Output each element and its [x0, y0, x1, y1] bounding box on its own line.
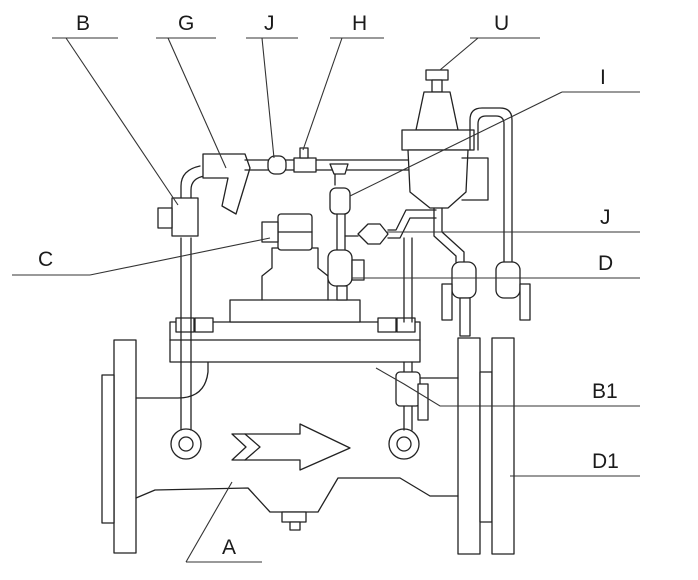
- cover-top-block: [229, 299, 361, 323]
- leader-b1: [375, 367, 560, 407]
- outlet-flange-face: [479, 371, 493, 523]
- label-d: D: [598, 252, 613, 275]
- needle-valve-h: [293, 157, 317, 173]
- ball-valve-d-right-handle: [519, 283, 531, 321]
- strainer-g: [202, 153, 251, 215]
- label-c: C: [38, 248, 53, 271]
- pilot-u-body: [407, 149, 469, 209]
- outlet-flange: [457, 337, 481, 555]
- pilot-u: [401, 69, 531, 337]
- cover-bolt-right: [377, 317, 397, 333]
- pilot-u-cap: [415, 91, 459, 131]
- pilot-u-down-tube-2: [441, 207, 465, 263]
- label-j-top: J: [264, 12, 275, 35]
- label-b1: B1: [592, 380, 618, 403]
- ball-valve-d-left-stem: [459, 297, 471, 337]
- inlet-flange: [113, 339, 137, 554]
- cover-bolt-left-2: [194, 317, 214, 333]
- inlet-port: [170, 428, 202, 460]
- tube-j-upper-2: [387, 217, 437, 239]
- ball-valve-d-mid: [327, 249, 353, 287]
- leader-a: [185, 481, 233, 563]
- pilot-c: [261, 213, 313, 251]
- outlet-flange-outer: [491, 337, 515, 555]
- inlet-port-inner: [178, 436, 194, 452]
- pilot-u-return-tube-outer: [469, 107, 513, 263]
- ball-valve-b: [171, 197, 199, 237]
- ball-valve-b-handle: [157, 207, 173, 229]
- drain-plug: [281, 511, 307, 523]
- leader-h: [302, 37, 343, 151]
- pilot-control-circuit: [327, 187, 437, 431]
- label-j-right: J: [600, 206, 611, 229]
- pilot-u-stem: [431, 79, 443, 93]
- leader-c: [89, 237, 271, 276]
- cover-dome: [261, 247, 329, 301]
- leader-i: [349, 91, 563, 197]
- pilot-tee: [329, 163, 349, 175]
- check-valve-i: [329, 187, 351, 215]
- needle-valve-h-stem: [299, 147, 309, 159]
- ball-valve-d-left-handle: [441, 283, 453, 321]
- outlet-port: [388, 428, 420, 460]
- leader-j-top: [261, 37, 275, 159]
- body-upper-left: [135, 359, 209, 399]
- flow-arrow-tail-notch: [244, 433, 261, 461]
- ball-valve-d-mid-stem: [336, 285, 348, 301]
- flow-arrow: [231, 423, 351, 471]
- fitting-j-right: [357, 223, 389, 245]
- ball-valve-b1-handle: [417, 383, 429, 421]
- ball-valve-d-right: [495, 261, 521, 299]
- tube-elbow-outer: [180, 165, 201, 199]
- ball-valve-b1: [395, 371, 421, 407]
- upstream-pilot-circuit: [157, 147, 421, 431]
- body-lower-outline: [135, 477, 459, 513]
- label-g: G: [178, 12, 194, 35]
- cover-bolt-right-2: [396, 317, 416, 333]
- inlet-flange-face: [101, 374, 115, 524]
- leader-u: [439, 37, 479, 71]
- tube-elbow-inner: [190, 175, 206, 199]
- label-h: H: [352, 12, 367, 35]
- label-u: U: [494, 12, 509, 35]
- main-valve-body: [101, 337, 515, 555]
- leader-lines: [12, 37, 640, 563]
- pilot-c-knob: [261, 221, 279, 243]
- drain-plug-cap: [289, 521, 301, 531]
- fitting-j-top: [267, 155, 287, 175]
- outlet-port-inner: [396, 436, 412, 452]
- label-i: I: [600, 66, 606, 89]
- label-d1: D1: [592, 450, 619, 473]
- valve-cover: [169, 247, 421, 363]
- label-a: A: [222, 536, 236, 559]
- pilot-u-down-tube-1: [433, 207, 457, 263]
- leader-b: [65, 37, 179, 206]
- pilot-u-knob: [425, 69, 449, 81]
- ball-valve-d-left: [451, 261, 477, 299]
- labels: B G J H U I J C D B1 D1 A: [38, 12, 619, 559]
- leader-g: [167, 37, 227, 169]
- ball-valve-d-mid-handle: [351, 259, 365, 281]
- tube-j-upper: [387, 209, 437, 231]
- label-b: B: [76, 12, 90, 35]
- pilot-u-side-loop: [461, 157, 489, 201]
- pilot-u-return-tube-inner: [477, 115, 505, 263]
